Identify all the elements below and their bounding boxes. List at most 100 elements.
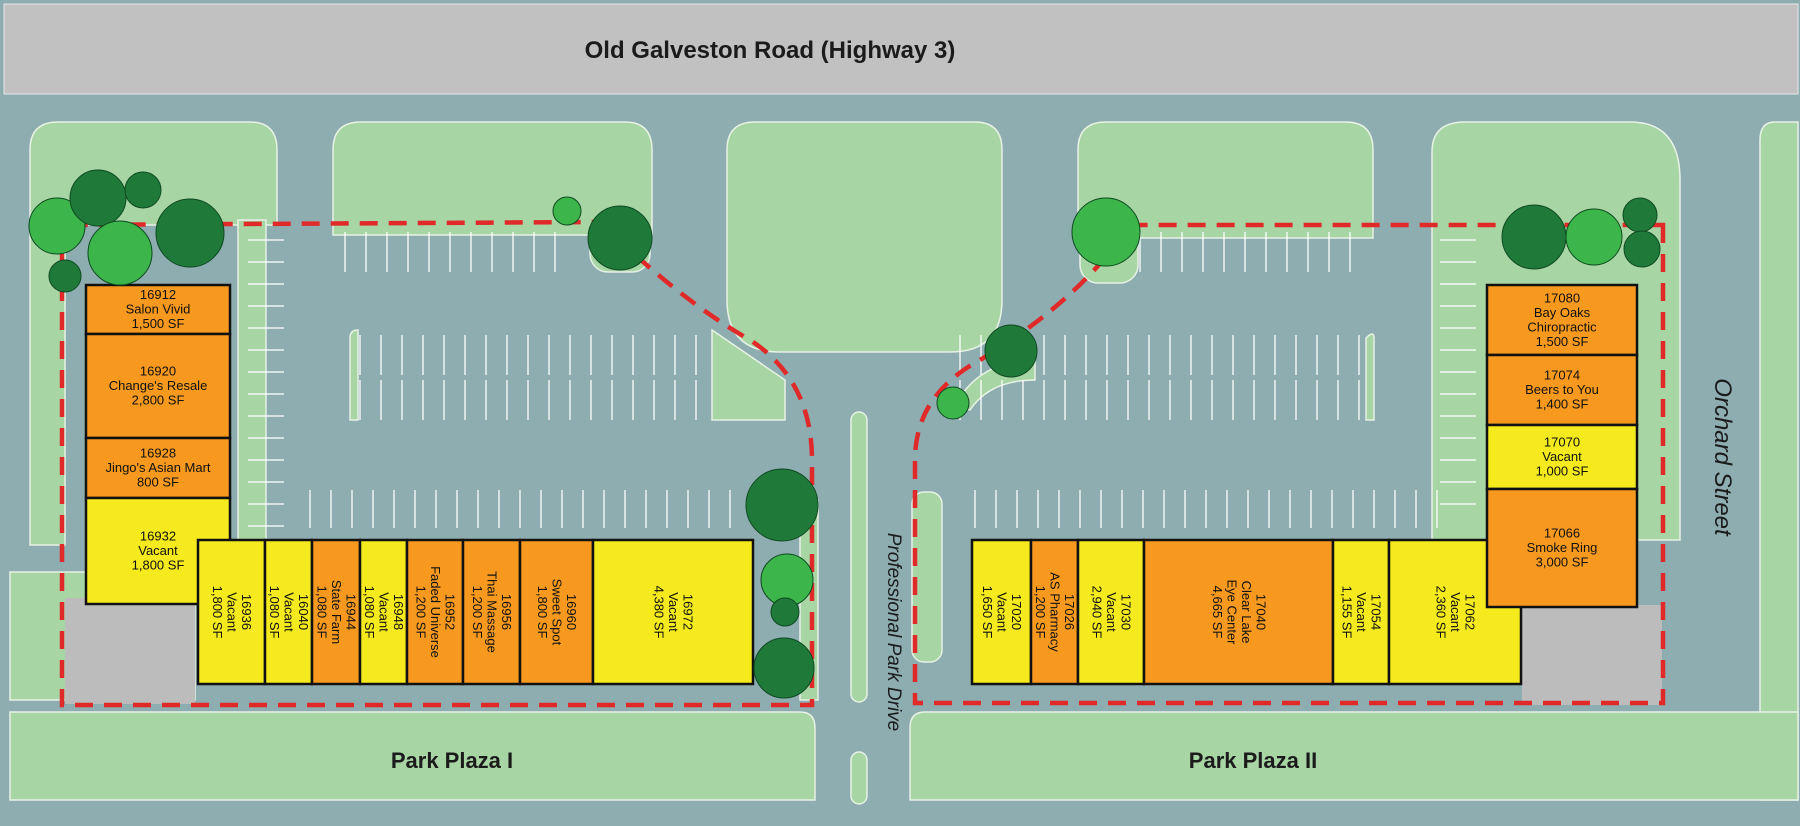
unit-box: [405, 538, 465, 686]
unit-label-line: Vacant: [138, 543, 178, 558]
tree-icon: [587, 205, 653, 271]
unit-label-line: 1,200 SF: [1033, 586, 1048, 639]
grass-east-edge: [911, 491, 943, 663]
unit-box: [1485, 487, 1639, 609]
unit-label-line: AS Pharmacy: [1048, 572, 1063, 652]
unit-label-line: Chiropractic: [1527, 319, 1597, 334]
unit-label: 17040Clear LakeEye Center4,665 SF: [1210, 579, 1269, 645]
unit-label-line: 16972: [681, 594, 696, 630]
unit-label-line: 17030: [1119, 594, 1134, 630]
unit-label: 16936Vacant1,800 SF: [210, 586, 254, 639]
boundary-plaza-one: [59, 219, 815, 708]
unit-label-line: 1,650 SF: [980, 586, 995, 639]
unit-box: [1142, 538, 1335, 686]
paving-west: [65, 598, 195, 704]
building-unit[interactable]: 16956Thai Massage1,200 SF: [461, 538, 522, 686]
building-unit[interactable]: 17026AS Pharmacy1,200 SF: [1029, 538, 1080, 686]
building-unit[interactable]: 16960Sweet Spot1,800 SF: [518, 538, 595, 686]
grass-northwest: [29, 121, 278, 546]
median-strip-south: [850, 751, 868, 805]
tree-icon: [745, 468, 819, 542]
highway-label: Old Galveston Road (Highway 3): [585, 37, 956, 64]
unit-label-line: 16948: [391, 594, 406, 630]
unit-label-line: 1,800 SF: [535, 586, 550, 639]
building-unit[interactable]: 16936Vacant1,800 SF: [196, 538, 267, 686]
plaza-one-label: Park Plaza I: [391, 748, 513, 773]
building-unit[interactable]: 17062Vacant2,360 SF: [1387, 538, 1523, 686]
unit-label-line: 1,080 SF: [362, 586, 377, 639]
parking-stripes: [248, 232, 1476, 528]
unit-label-line: 1,800 SF: [210, 586, 225, 639]
unit-label-line: Bay Oaks: [1534, 305, 1591, 320]
unit-label: 16960Sweet Spot1,800 SF: [535, 579, 579, 646]
unit-label-line: Sweet Spot: [550, 579, 565, 646]
unit-label-line: Smoke Ring: [1527, 540, 1598, 555]
unit-label-line: 16928: [140, 446, 176, 461]
unit-label: 17062Vacant2,360 SF: [1434, 586, 1478, 639]
building-unit[interactable]: 17020Vacant1,650 SF: [970, 538, 1033, 686]
median-strip-north: [850, 411, 868, 703]
grass-south-1: [9, 711, 816, 801]
tree-icon: [1071, 197, 1141, 267]
building-unit[interactable]: 17030Vacant2,940 SF: [1076, 538, 1146, 686]
unit-label-line: 3,000 SF: [1536, 555, 1589, 570]
unit-label-line: Clear Lake: [1239, 581, 1254, 644]
unit-label-line: Vacant: [1354, 592, 1369, 632]
unit-label-line: 16956: [499, 594, 514, 630]
unit-label-line: Thai Massage: [485, 571, 500, 653]
tree-icon: [552, 196, 582, 226]
building-unit[interactable]: 16948Vacant1,080 SF: [358, 538, 409, 686]
unit-label-line: 4,380 SF: [652, 586, 667, 639]
unit-label-line: 1,500 SF: [1536, 334, 1589, 349]
grass-east-strip: [1759, 121, 1799, 801]
grass-row-east: [1365, 333, 1375, 421]
building-unit[interactable]: 16972Vacant4,380 SF: [591, 538, 755, 686]
building-unit[interactable]: 16944State Farm1,080 SF: [310, 538, 362, 686]
street-label: Orchard Street: [1709, 378, 1736, 537]
unit-box: [1331, 538, 1391, 686]
unit-label: 16952Faded Universe1,200 SF: [414, 566, 458, 658]
unit-box: [84, 283, 232, 336]
tree-icon: [69, 169, 127, 227]
unit-label-line: 2,940 SF: [1090, 586, 1105, 639]
unit-label: 16948Vacant1,080 SF: [362, 586, 406, 639]
building-unit[interactable]: 17054Vacant1,155 SF: [1331, 538, 1391, 686]
grass-north-island-2: [1077, 121, 1374, 239]
unit-box: [970, 538, 1033, 686]
unit-label: 16972Vacant4,380 SF: [652, 586, 696, 639]
building-unit[interactable]: 16952Faded Universe1,200 SF: [405, 538, 465, 686]
unit-label-line: 1,200 SF: [470, 586, 485, 639]
unit-label: 17054Vacant1,155 SF: [1340, 586, 1384, 639]
unit-box: [84, 436, 232, 500]
unit-label-line: 17026: [1062, 594, 1077, 630]
grass-south-2: [909, 711, 1799, 801]
unit-label-line: Vacant: [282, 592, 297, 632]
unit-label-line: 800 SF: [137, 475, 179, 490]
unit-label: 16944State Farm1,080 SF: [315, 580, 359, 644]
unit-box: [518, 538, 595, 686]
unit-label-line: 17054: [1369, 594, 1384, 630]
unit-label-line: 1,200 SF: [414, 586, 429, 639]
unit-label-line: Vacant: [666, 592, 681, 632]
building-unit[interactable]: 16040Vacant1,080 SF: [263, 538, 314, 686]
unit-label-line: 16920: [140, 364, 176, 379]
unit-label-line: 2,360 SF: [1434, 586, 1449, 639]
drive-label: Professional Park Drive: [883, 533, 904, 732]
unit-label: 16040Vacant1,080 SF: [267, 586, 311, 639]
building-unit[interactable]: 17040Clear LakeEye Center4,665 SF: [1142, 538, 1335, 686]
highway-road: [3, 3, 1799, 95]
tree-icon: [155, 198, 225, 268]
unit-label-line: Vacant: [1448, 592, 1463, 632]
